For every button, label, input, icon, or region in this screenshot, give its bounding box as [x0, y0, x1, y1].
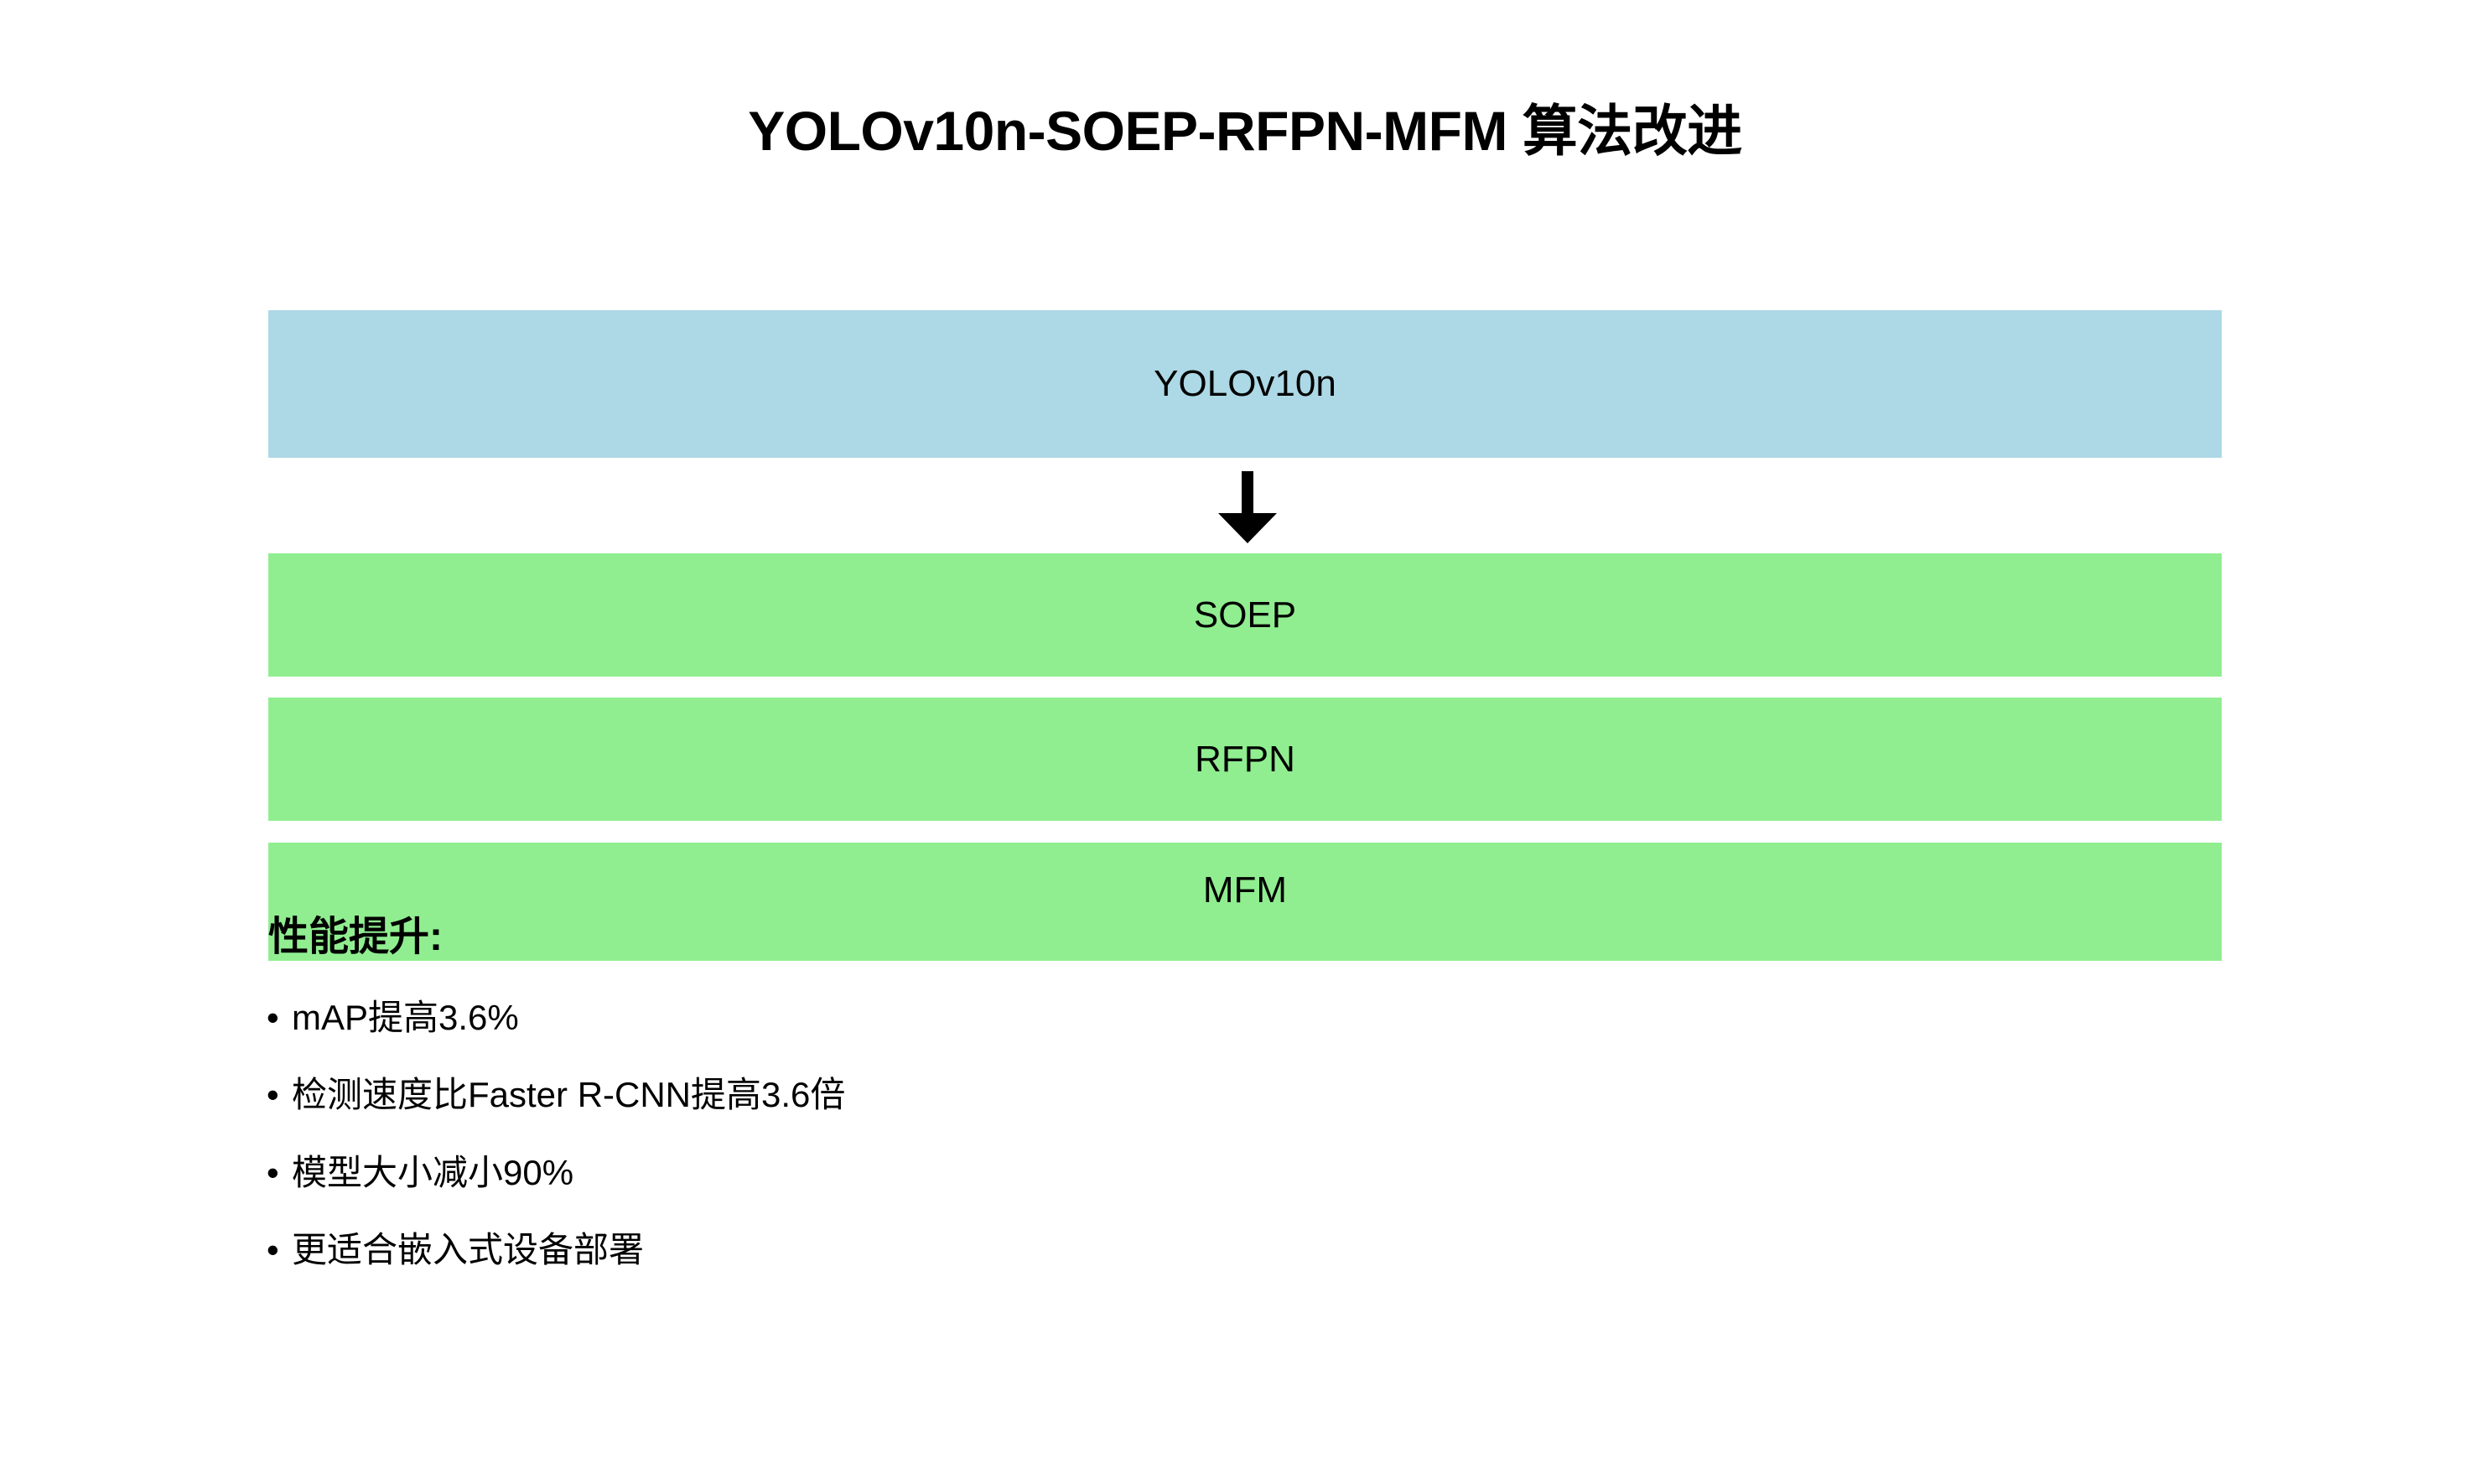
pipeline-box-soep-label: SOEP: [1193, 594, 1297, 636]
pipeline-box-mfm-label: MFM: [1202, 869, 1288, 911]
bullet-icon: •: [267, 1075, 279, 1115]
pipeline-box-base-model-label: YOLOv10n: [1154, 363, 1336, 404]
list-item: • 更适合嵌入式设备部署: [267, 1230, 1943, 1270]
bullet-icon: •: [267, 1229, 279, 1269]
list-item-label: 检测速度比Faster R-CNN提高3.6倍: [292, 1075, 846, 1115]
list-item: • 模型大小减小90%: [267, 1153, 1943, 1193]
list-item: • 检测速度比Faster R-CNN提高3.6倍: [267, 1075, 1943, 1115]
page-title: YOLOv10n-SOEP-RFPN-MFM 算法改进: [748, 100, 1742, 162]
pipeline-box-mfm: MFM: [268, 843, 2222, 961]
performance-heading: 性能提升:: [268, 915, 443, 959]
bullet-icon: •: [267, 1152, 279, 1192]
pipeline-box-rfpn: RFPN: [268, 698, 2222, 821]
list-item: • mAP提高3.6%: [267, 998, 1943, 1038]
list-item-label: 更适合嵌入式设备部署: [292, 1229, 645, 1269]
pipeline-box-soep: SOEP: [268, 553, 2222, 677]
arrow-down-icon: [1210, 470, 1285, 545]
pipeline-box-rfpn-label: RFPN: [1195, 738, 1295, 780]
list-item-label: 模型大小减小90%: [292, 1152, 574, 1192]
performance-list: • mAP提高3.6% • 检测速度比Faster R-CNN提高3.6倍 • …: [267, 998, 1943, 1307]
pipeline-box-base-model: YOLOv10n: [268, 310, 2222, 458]
list-item-label: mAP提高3.6%: [292, 998, 519, 1037]
bullet-icon: •: [267, 998, 279, 1037]
